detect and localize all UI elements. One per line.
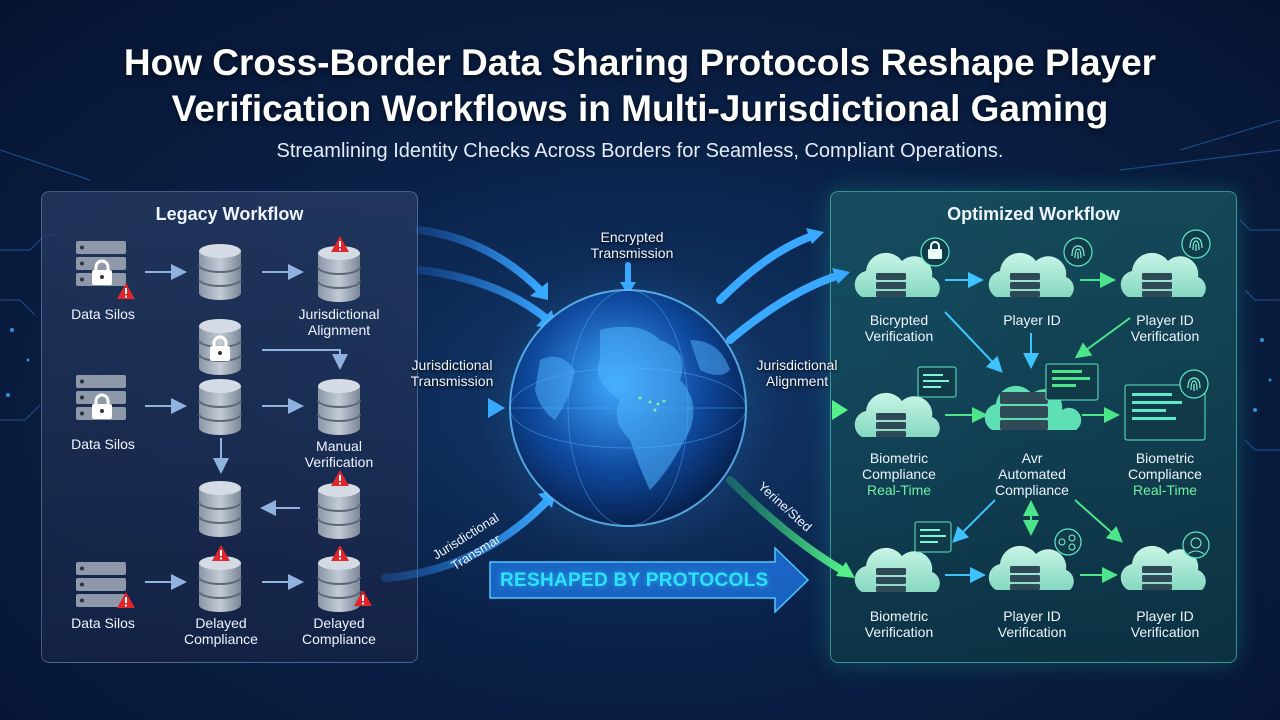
bio-comp-left-line3: Real-Time [866,482,932,498]
pid-verif-right-line1: Player ID [1136,608,1194,624]
globe-icon [509,289,747,527]
bio-verif-line2: Verification [864,624,934,640]
arrow-heads [488,228,855,578]
database-icon [198,555,242,613]
jur-align-center-line1: Jurisdictional [756,357,838,373]
face-id-icon [1182,531,1210,559]
flow-arrows [380,226,849,582]
jur-trans-label-line1: Jurisdictional [411,357,493,373]
auto-label-line3: Compliance [995,482,1069,498]
data-silos-label-2: Data Silos [71,436,135,452]
dashboard-icon [1045,363,1099,401]
server-rack-icon [76,562,126,607]
optimized-row-2 [854,363,1209,441]
warning-icon [331,545,349,561]
bio-comp-left-line1: Biometric [869,450,929,466]
optimized-workflow-title: Optimized Workflow [947,204,1120,224]
bio-verif-line1: Biometric [869,608,929,624]
database-icon [317,482,361,540]
bio-comp-left-line2: Compliance [862,466,936,482]
lock-badge-icon [920,237,950,267]
database-icon [198,243,242,301]
warning-icon [212,545,230,561]
database-icon [198,480,242,538]
pid-verif-top-line1: Player ID [1136,312,1194,328]
database-icon [317,555,361,613]
bio-comp-right-line3: Real-Time [1132,482,1198,498]
optimized-connectors [944,311,1131,543]
legacy-workflow-title: Legacy Workflow [155,204,304,224]
auto-label-line1: Avr [1021,450,1043,466]
biometric-screen-icon [1124,384,1206,441]
title-line-2: Verification Workflows in Multi-Jurisdic… [171,88,1109,129]
pid-verif-top-line2: Verification [1130,328,1200,344]
optimized-row-1 [854,229,1211,297]
jur-align-label-line2: Alignment [307,322,371,338]
jur-align-label-line1: Jurisdictional [298,306,380,322]
bio-comp-right-line1: Biometric [1135,450,1195,466]
reshaped-banner-arrow [489,546,810,614]
pid-verif-mid-line1: Player ID [1003,608,1061,624]
document-icon [917,366,957,398]
optimized-row-3 [854,521,1210,592]
document-icon [914,521,952,553]
legacy-row-1 [76,236,361,303]
title-line-1: How Cross-Border Data Sharing Protocols … [123,42,1157,83]
warning-icon [331,470,349,486]
database-icon [317,245,361,303]
warning-icon [331,236,349,252]
fingerprint-icon [1179,369,1209,399]
delayed-a-label-line1: Delayed [195,615,247,631]
cloud-server-icon [854,392,940,437]
delayed-b-label-line1: Delayed [313,615,365,631]
auto-label-line2: Automated [998,466,1066,482]
jur-align-center-line2: Alignment [765,373,829,389]
jur-trans-label-line2: Transmission [410,373,494,389]
legacy-row-3 [198,470,361,540]
encrypted-label-line2: Transmission [590,245,674,261]
legacy-row-2 [76,375,361,474]
fingerprint-icon [1063,237,1093,267]
legacy-middle-db [198,318,348,376]
manual-label-line2: Verification [304,454,374,470]
database-icon [198,378,242,436]
pid-verif-right-line2: Verification [1130,624,1200,640]
bicrypted-label-line1: Bicrypted [869,312,929,328]
data-silos-label-1: Data Silos [71,306,135,322]
bio-comp-right-line2: Compliance [1128,466,1202,482]
cloud-server-icon [854,547,940,592]
player-id-label-top: Player ID [1003,312,1061,328]
data-silos-label-3: Data Silos [71,615,135,631]
page-title: How Cross-Border Data Sharing Protocols … [0,40,1280,132]
page-subtitle: Streamlining Identity Checks Across Bord… [276,140,1004,162]
database-icon [317,378,361,436]
reshaped-banner-label: RESHAPED BY PROTOCOLS [500,570,769,591]
bicrypted-label-line2: Verification [864,328,934,344]
encrypted-label-line1: Encrypted [600,229,664,245]
cloud-server-icon [1120,252,1206,297]
legacy-row-4 [76,545,372,613]
manual-label-line1: Manual [316,438,362,454]
cloud-server-icon [988,252,1074,297]
network-icon [1054,528,1082,556]
delayed-b-label-line2: Compliance [302,631,376,647]
pid-verif-mid-line2: Verification [997,624,1067,640]
fingerprint-icon [1181,229,1211,259]
delayed-a-label-line2: Compliance [184,631,258,647]
